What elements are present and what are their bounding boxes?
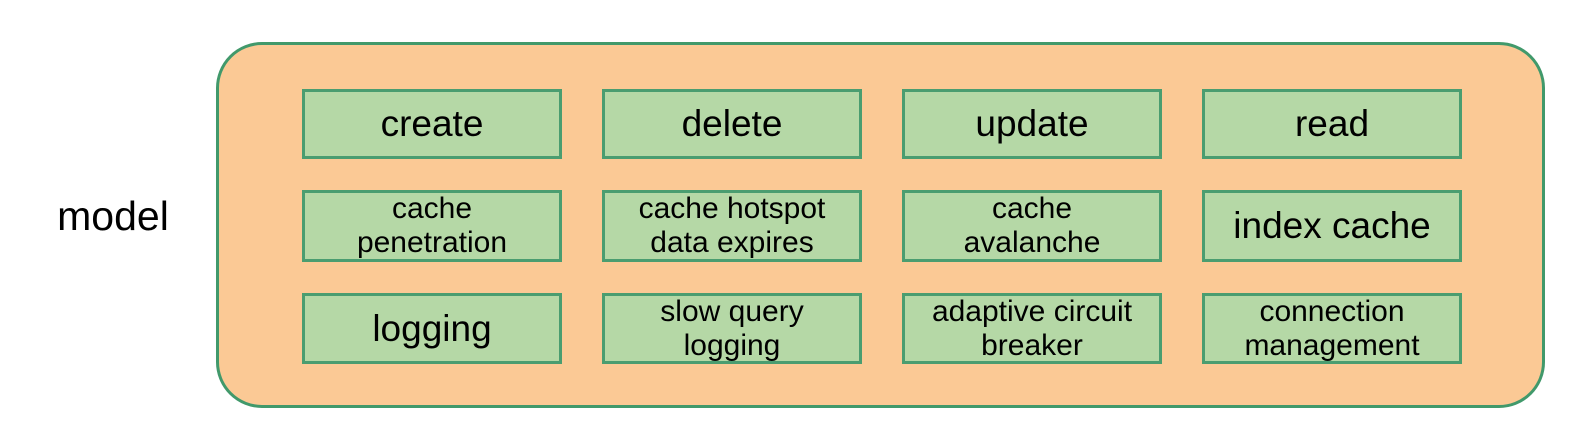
node-label: connection management	[1244, 294, 1420, 362]
node-read[interactable]: read	[1202, 89, 1462, 159]
group-label-model: model	[57, 193, 169, 239]
node-slow-query-logging[interactable]: slow query logging	[602, 293, 862, 364]
node-cache-penetration[interactable]: cache penetration	[302, 190, 562, 262]
node-label: delete	[681, 103, 783, 144]
node-label: create	[380, 103, 484, 144]
node-label: index cache	[1233, 205, 1431, 246]
node-label: slow query logging	[660, 294, 804, 362]
model-group-container: create delete update read cache penetrat…	[216, 42, 1545, 408]
node-label: cache avalanche	[963, 192, 1101, 259]
node-label: cache penetration	[356, 192, 508, 259]
node-label: logging	[372, 307, 492, 349]
node-cache-avalanche[interactable]: cache avalanche	[902, 190, 1162, 262]
node-label: read	[1294, 103, 1370, 144]
node-label: adaptive circuit breaker	[931, 294, 1133, 362]
node-label: update	[975, 103, 1089, 144]
node-logging[interactable]: logging	[302, 293, 562, 364]
node-adaptive-circuit-breaker[interactable]: adaptive circuit breaker	[902, 293, 1162, 364]
node-index-cache[interactable]: index cache	[1202, 190, 1462, 262]
node-label: cache hotspot data expires	[638, 192, 826, 259]
node-create[interactable]: create	[302, 89, 562, 159]
node-connection-management[interactable]: connection management	[1202, 293, 1462, 364]
node-update[interactable]: update	[902, 89, 1162, 159]
node-delete[interactable]: delete	[602, 89, 862, 159]
node-grid: create delete update read cache penetrat…	[302, 89, 1462, 364]
node-cache-hotspot-data-expires[interactable]: cache hotspot data expires	[602, 190, 862, 262]
